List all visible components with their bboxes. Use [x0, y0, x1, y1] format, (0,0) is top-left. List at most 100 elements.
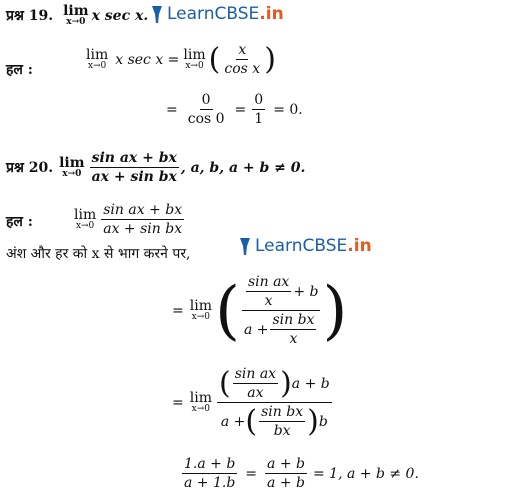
- tail-term: b: [318, 413, 328, 430]
- lim-subscript: x→0: [75, 221, 95, 232]
- lim-text: lim: [74, 207, 97, 224]
- denominator: x: [289, 331, 298, 348]
- fraction: sin ax + bx ax + sin bx: [89, 150, 179, 186]
- open-paren: (: [218, 365, 231, 401]
- compound-numerator: sin ax x + b: [241, 274, 321, 312]
- denominator: a + b: [267, 475, 305, 492]
- limit-operator: lim x→0: [86, 48, 108, 71]
- close-paren: ): [264, 41, 276, 77]
- question-19-line: प्रश्न 19. lim x→0 x sec x.: [6, 4, 148, 27]
- denominator: ax + sin bx: [103, 221, 183, 238]
- watermark-suffix: .in: [259, 4, 284, 24]
- result: = 1, a + b ≠ 0.: [312, 465, 419, 482]
- fraction: sin ax x: [245, 274, 292, 309]
- numerator: a + b: [265, 456, 307, 475]
- limit-operator: lim x→0: [63, 4, 88, 27]
- lim-subscript: x→0: [62, 169, 82, 180]
- numerator: sin bx: [270, 312, 317, 331]
- watermark-text: LearnCBSE: [167, 4, 260, 24]
- lim-text: lim: [63, 3, 89, 19]
- question-20-label: प्रश्न 20.: [6, 160, 54, 177]
- numerator: sin bx: [259, 404, 306, 423]
- step-3: 1.a + b a + 1.b = a + b a + b = 1, a + b…: [180, 456, 419, 491]
- step-1: = lim x→0 ( sin ax x + b a + sin bx x ): [172, 274, 347, 347]
- fraction: x cos x: [222, 42, 262, 77]
- equals-sign: =: [172, 394, 184, 411]
- compound-denominator: a + sin bx x: [242, 311, 321, 347]
- denominator: bx: [273, 423, 291, 440]
- lim-text: lim: [86, 47, 109, 64]
- numerator: x: [236, 42, 249, 61]
- close-paren: ): [307, 403, 319, 439]
- lim-text: lim: [183, 47, 206, 64]
- solution-19-line-1: lim x→0 x sec x = lim x→0 ( x cos x ): [86, 42, 276, 77]
- lhs-expression: x sec x =: [115, 51, 180, 68]
- fraction: sin ax ax: [232, 366, 279, 402]
- denominator: 1: [254, 111, 264, 128]
- tail-term: a + b: [291, 375, 330, 392]
- solution-20-line-1: lim x→0 sin ax + bx ax + sin bx: [74, 202, 186, 237]
- lim-text: lim: [189, 390, 212, 407]
- compound-fraction: ( sin ax ax ) a + b a + ( sin bx bx ) b: [216, 365, 332, 439]
- fraction: sin bx x: [270, 312, 317, 348]
- fraction: 0 cos 0: [186, 92, 227, 127]
- limit-operator: lim x→0: [190, 299, 212, 322]
- limit-operator: lim x→0: [183, 48, 205, 71]
- compound-numerator: ( sin ax ax ) a + b: [216, 365, 332, 404]
- lim-subscript: x→0: [87, 61, 107, 72]
- a-term: a +: [243, 321, 269, 338]
- numerator: sin ax + bx: [89, 150, 179, 169]
- lim-text: lim: [59, 155, 85, 172]
- equals-sign: =: [166, 101, 178, 118]
- close-paren: ): [322, 273, 348, 348]
- lim-text: lim: [189, 298, 212, 315]
- equals-sign: =: [172, 302, 184, 319]
- condition: , a, b, a + b ≠ 0.: [180, 159, 306, 176]
- fraction: 0 1: [252, 92, 266, 128]
- watermark-logo: LearnCBSE.in: [150, 4, 284, 24]
- question-20-line: प्रश्न 20. lim x→0 sin ax + bx ax + sin …: [6, 150, 305, 185]
- solution-20-label: हल :: [6, 214, 33, 230]
- lim-subscript: x→0: [185, 61, 204, 72]
- solution-19-line-2: = 0 cos 0 = 0 1 = 0.: [166, 92, 303, 127]
- compound-fraction: sin ax x + b a + sin bx x: [241, 274, 321, 347]
- open-paren: (: [245, 403, 258, 439]
- torch-icon: [152, 6, 162, 23]
- limit-operator: lim x→0: [59, 156, 84, 179]
- plus-term: + b: [293, 283, 319, 300]
- numerator: sin ax: [245, 274, 292, 293]
- fraction: 1.a + b a + 1.b: [182, 456, 238, 492]
- equals-sign: =: [234, 101, 247, 118]
- numerator: sin ax + bx: [101, 202, 185, 221]
- result: = 0.: [273, 101, 303, 118]
- numerator: 1.a + b: [182, 456, 238, 475]
- denominator: cos x: [224, 61, 261, 78]
- numerator: 0: [252, 92, 266, 111]
- hint-text: अंश और हर को x से भाग करने पर,: [6, 246, 191, 262]
- fraction: sin ax + bx ax + sin bx: [101, 202, 185, 238]
- open-paren: (: [208, 41, 221, 77]
- watermark-suffix: .in: [347, 236, 372, 256]
- open-paren: (: [214, 273, 240, 348]
- fraction: sin bx bx: [259, 404, 306, 440]
- torch-icon: [240, 238, 250, 255]
- fraction: a + b a + b: [265, 456, 307, 491]
- denominator: ax: [247, 385, 264, 402]
- lim-subscript: x→0: [66, 17, 86, 27]
- a-term: a +: [220, 413, 246, 430]
- limit-operator: lim x→0: [190, 391, 212, 414]
- denominator: ax + sin bx: [91, 169, 177, 186]
- step-2: = lim x→0 ( sin ax ax ) a + b a + ( sin …: [172, 366, 334, 439]
- watermark-text: LearnCBSE: [255, 236, 348, 256]
- denominator: a + 1.b: [184, 475, 236, 492]
- question-19-expression: x sec x.: [91, 7, 149, 24]
- watermark-logo: LearnCBSE.in: [238, 236, 372, 256]
- denominator: cos 0: [187, 111, 225, 128]
- lim-subscript: x→0: [191, 312, 211, 323]
- numerator: 0: [199, 92, 213, 111]
- solution-19-label: हल :: [6, 62, 33, 78]
- equals-sign: =: [245, 465, 258, 482]
- compound-denominator: a + ( sin bx bx ) b: [219, 403, 330, 439]
- numerator: sin ax: [232, 366, 279, 385]
- question-19-label: प्रश्न 19.: [6, 8, 54, 24]
